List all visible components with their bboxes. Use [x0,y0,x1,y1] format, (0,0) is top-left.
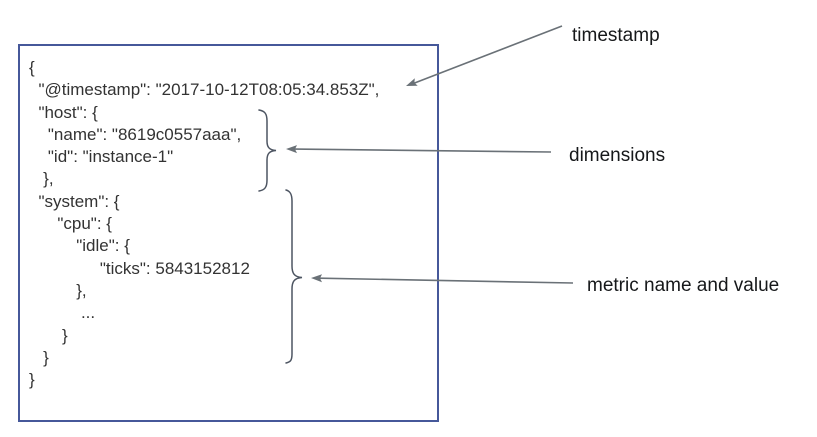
code-line-host-name: "name": "8619c0557aaa", [29,124,242,144]
code-line-system-open: "system": { [29,191,120,211]
code-line-ticks-value: "ticks": 5843152812 [29,258,250,278]
label-timestamp: timestamp [572,25,660,46]
code-line-cpu-open: "cpu": { [29,214,112,234]
code-line-host-id: "id": "instance-1" [29,147,174,167]
code-line-idle-close: }, [29,280,87,300]
code-line-root-close: } [29,370,35,390]
json-document-box [18,44,439,422]
label-dimensions: dimensions [569,145,666,166]
code-line-timestamp: "@timestamp": "2017-10-12T08:05:34.853Z"… [29,80,380,100]
code-line-cpu-close: } [29,325,68,345]
code-line-root-open: { [29,58,35,77]
code-line-ellipsis: ... [29,303,96,323]
code-line-host-open: "host": { [29,102,98,122]
code-line-host-close: }, [29,169,54,189]
json-code-block: { "@timestamp": "2017-10-12T08:05:34.853… [29,57,379,391]
code-line-system-close: } [29,347,49,367]
label-metric-name-and-value: metric name and value [587,275,780,296]
code-line-idle-open: "idle": { [29,236,130,256]
